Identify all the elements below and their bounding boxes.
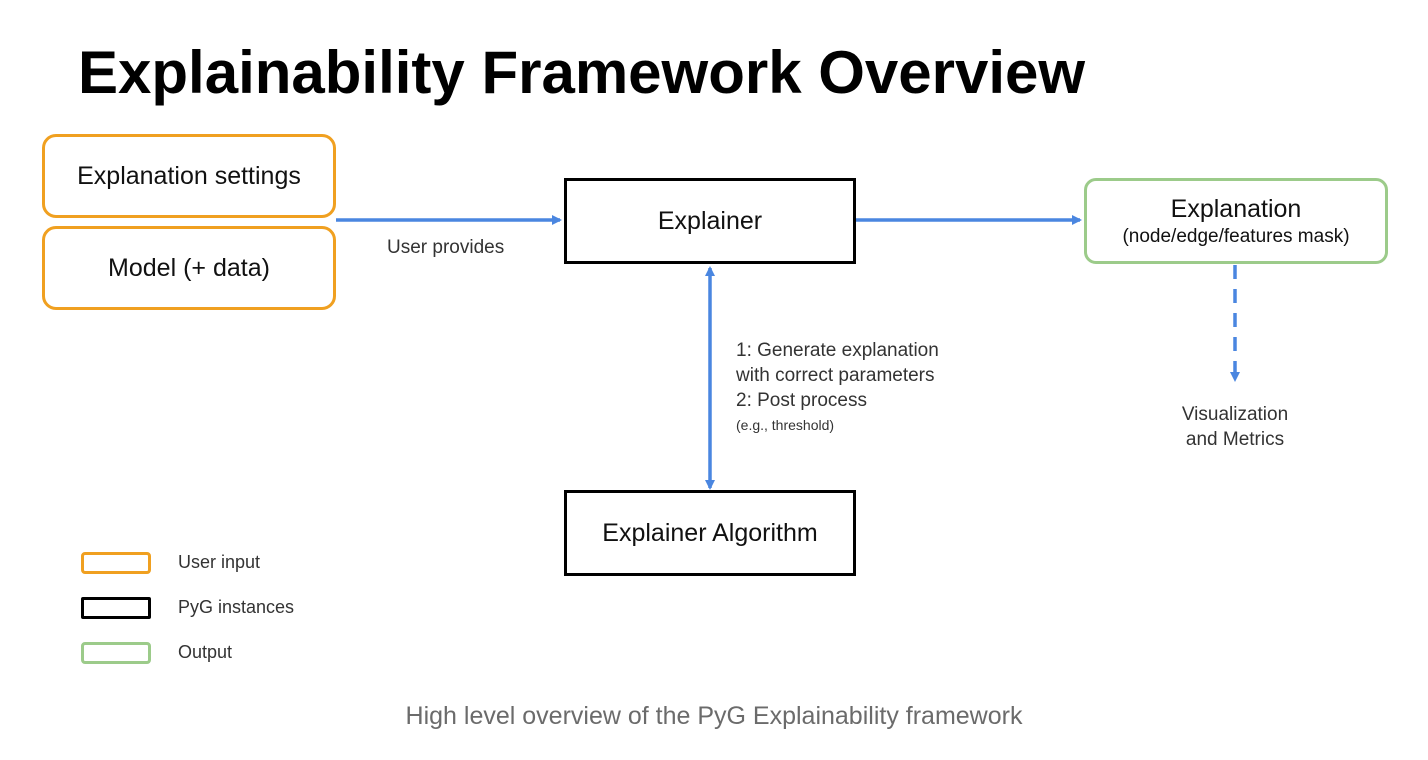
user-provides-label: User provides [387,237,505,258]
explanation-label: Explanation [1170,194,1302,223]
loop-label-line1: 1: Generate explanation [736,340,939,361]
diagram-title: Explainability Framework Overview [78,39,1086,106]
loop-label-line2: with correct parameters [736,365,935,386]
explanation-settings-label: Explanation settings [77,161,301,190]
legend-swatch-user-input [81,552,151,574]
legend-label-pyg-instances: PyG instances [178,597,295,617]
model-data-label: Model (+ data) [108,253,270,282]
loop-labels: 1: Generate explanation with correct par… [736,338,939,438]
visualization-line2: and Metrics [1185,429,1285,450]
explainer-label: Explainer [657,206,763,235]
legend-label-user-input: User input [178,552,261,572]
loop-label-line3: 2: Post process [736,390,867,411]
figure-caption: High level overview of the PyG Explainab… [405,702,1023,730]
explanation-box: Explanation (node/edge/features mask) [1084,178,1388,264]
legend-swatch-output [81,642,151,664]
loop-label-line4: (e.g., threshold) [736,417,835,433]
explanation-settings-box: Explanation settings [42,134,336,218]
explainer-algorithm-label: Explainer Algorithm [602,518,818,547]
visualization-line1: Visualization [1181,404,1289,425]
visualization-metrics-label: Visualization and Metrics [1160,402,1310,452]
model-data-box: Model (+ data) [42,226,336,310]
legend-label-output: Output [178,642,233,662]
explainer-box: Explainer [564,178,856,264]
legend-swatch-pyg-instances [81,597,151,619]
explanation-sublabel: (node/edge/features mask) [1122,225,1350,247]
explainer-algorithm-box: Explainer Algorithm [564,490,856,576]
